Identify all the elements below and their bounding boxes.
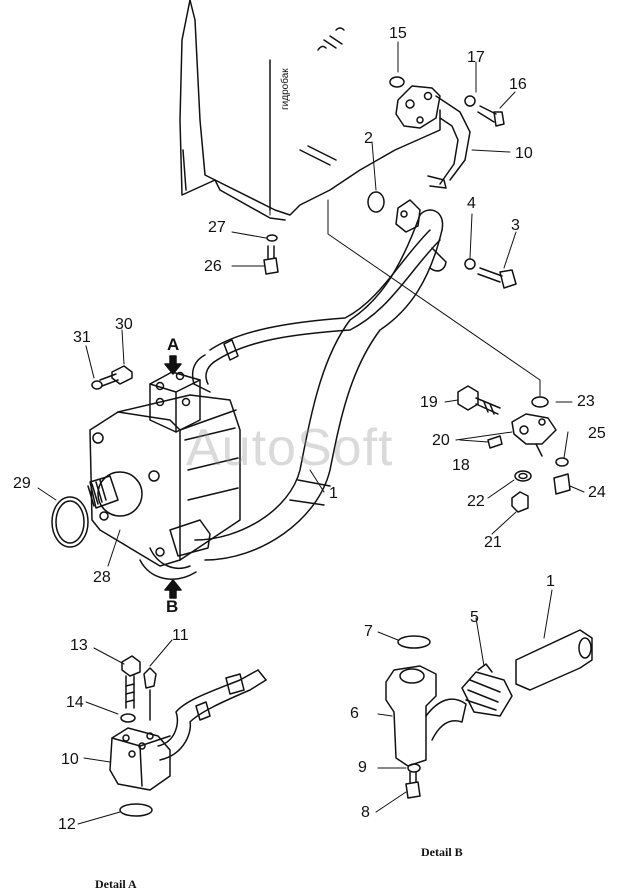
- callout-15: 15: [389, 25, 407, 42]
- callout-16: 16: [509, 76, 527, 93]
- mounting-bolt: [91, 365, 133, 390]
- callout-1-detail: 1: [546, 573, 555, 590]
- callout-1: 1: [329, 485, 338, 502]
- clamp-bolt: [464, 258, 517, 289]
- callout-10-detail: 10: [61, 751, 79, 768]
- main-hose: [194, 209, 447, 561]
- gasket-o-ring-inner: [55, 500, 85, 544]
- leader-lines: [37, 41, 585, 567]
- callout-2: 2: [364, 130, 373, 147]
- detail-leaders: [77, 589, 553, 825]
- tank-outlet-fitting: [317, 27, 505, 185]
- gasket-o-ring: [51, 496, 89, 548]
- detail-b-assembly: [385, 629, 593, 799]
- callout-17: 17: [467, 49, 485, 66]
- callout-30: 30: [115, 316, 133, 333]
- hydraulic-pump: [87, 371, 241, 580]
- callout-7: 7: [364, 623, 373, 640]
- tank-label: гидробак: [280, 68, 291, 110]
- suction-fitting: [299, 145, 447, 233]
- callout-10: 10: [515, 145, 533, 162]
- tank-bolt: [263, 234, 279, 275]
- callout-21: 21: [484, 534, 502, 551]
- callout-13: 13: [70, 637, 88, 654]
- callout-6: 6: [350, 705, 359, 722]
- callout-25: 25: [588, 425, 606, 442]
- callout-12: 12: [58, 816, 76, 833]
- detail-a-assembly: [109, 655, 267, 817]
- view-marker-a: A: [167, 335, 180, 354]
- callout-27: 27: [208, 219, 226, 236]
- callout-29: 29: [13, 475, 31, 492]
- pressure-fitting-group: [457, 385, 571, 513]
- callout-26: 26: [204, 258, 222, 275]
- detail-b-caption: Detail B: [421, 845, 463, 859]
- callout-20: 20: [432, 432, 450, 449]
- detail-a-caption: Detail A: [95, 877, 137, 891]
- callout-19: 19: [420, 394, 438, 411]
- callout-24: 24: [588, 484, 606, 501]
- view-arrows: [164, 355, 182, 599]
- callout-3: 3: [511, 217, 520, 234]
- callout-22: 22: [467, 493, 485, 510]
- callout-31: 31: [73, 329, 91, 346]
- callout-18: 18: [452, 457, 470, 474]
- callout-14: 14: [66, 694, 84, 711]
- callout-5: 5: [470, 609, 479, 626]
- callout-23: 23: [577, 393, 595, 410]
- callout-8: 8: [361, 804, 370, 821]
- watermark: AutoSoft: [186, 419, 394, 477]
- callout-11: 11: [172, 627, 189, 644]
- callout-4: 4: [467, 195, 476, 212]
- view-marker-b: B: [166, 597, 179, 616]
- callout-9: 9: [358, 759, 367, 776]
- callout-28: 28: [93, 569, 111, 586]
- pilot-hose: [191, 229, 441, 393]
